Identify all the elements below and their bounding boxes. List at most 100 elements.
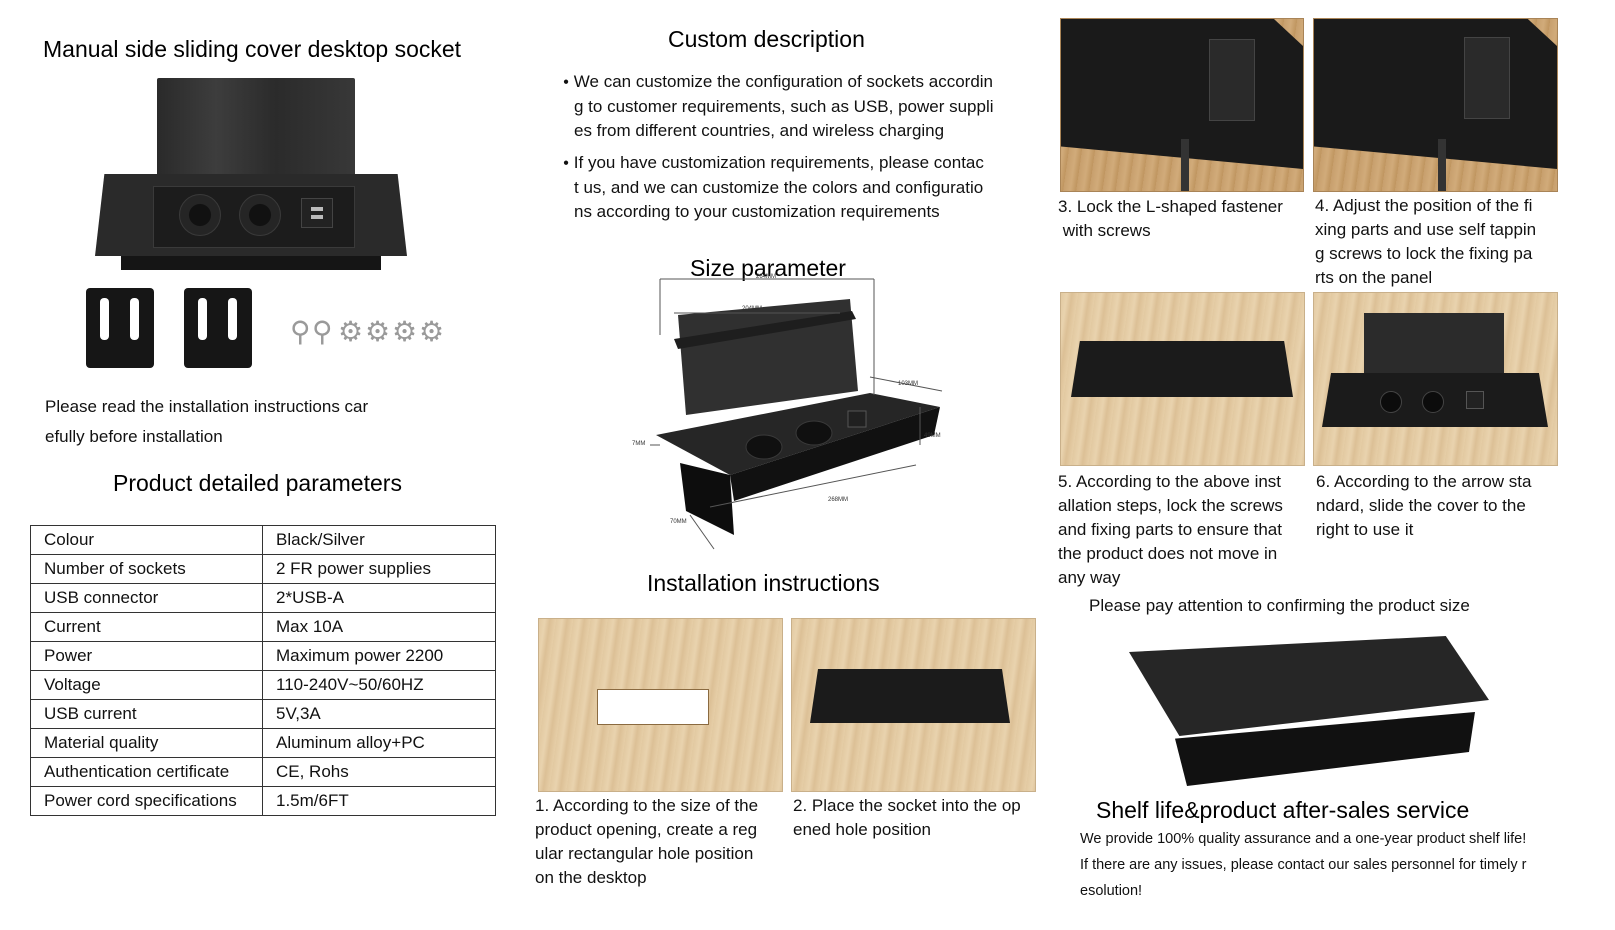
usb-port-icon [301, 198, 333, 228]
note-line: efully before installation [45, 427, 223, 446]
caption-line: on the desktop [535, 868, 647, 887]
socket-base [121, 256, 381, 270]
param-value: Black/Silver [262, 525, 496, 555]
open-cover [1364, 313, 1504, 379]
dim-label: 103MM [898, 381, 919, 387]
param-label: Number of sockets [30, 554, 263, 584]
l-bracket-icon [184, 288, 252, 368]
l-bracket-icon [1209, 39, 1255, 121]
caption-line: 6. According to the arrow sta [1316, 472, 1532, 491]
caption-line: ndard, slide the cover to the [1316, 496, 1526, 515]
screw-icon: ⚲ [290, 316, 311, 347]
param-value: 1.5m/6FT [262, 786, 496, 816]
param-value: Max 10A [262, 612, 496, 642]
custom-bullet-2: ● If you have customization requirements… [563, 151, 1043, 224]
caption-line: and fixing parts to ensure that [1058, 520, 1282, 539]
param-value: CE, Rohs [262, 757, 496, 787]
caption-line: 3. Lock the L-shaped fastener [1058, 197, 1283, 216]
step3-caption: 3. Lock the L-shaped fastener with screw… [1058, 195, 1283, 243]
dim-label: 264MM [756, 274, 777, 280]
usb-port-icon [847, 410, 867, 428]
size-diagram: 264MM 204MM 103MM 49MM 7MM 268MM 70MM [630, 274, 960, 555]
caption-line: the product does not move in [1058, 544, 1278, 563]
step4-caption: 4. Adjust the position of the fi xing pa… [1315, 194, 1536, 290]
dim-label: 70MM [670, 519, 687, 525]
caption-line: allation steps, lock the screws [1058, 496, 1283, 515]
product-closed-image [1125, 622, 1495, 790]
param-label: Material quality [30, 728, 263, 758]
body-front [730, 407, 940, 501]
param-value: 110-240V~50/60HZ [262, 670, 496, 700]
service-text: We provide 100% quality assurance and a … [1080, 826, 1527, 904]
param-value: Maximum power 2200 [262, 641, 496, 671]
power-socket-icon [795, 420, 833, 446]
product-image [95, 74, 415, 274]
step5-photo [1060, 292, 1305, 466]
step6-caption: 6. According to the arrow sta ndard, sli… [1316, 470, 1531, 542]
l-bracket-icon [86, 288, 154, 368]
installation-note: Please read the installation instruction… [45, 392, 368, 452]
param-label: Colour [30, 525, 263, 555]
step1-photo [538, 618, 783, 792]
param-label: USB connector [30, 583, 263, 613]
screw-icon: ⚙ [392, 316, 418, 347]
dim-label: 268MM [828, 497, 849, 503]
installed-socket [1071, 341, 1293, 397]
bullet-line: We can customize the configuration of so… [573, 72, 994, 91]
service-line: We provide 100% quality assurance and a … [1080, 831, 1527, 847]
caption-line: 1. According to the size of the [535, 796, 759, 815]
service-line: esolution! [1080, 883, 1143, 899]
l-bracket-icon [1464, 37, 1510, 119]
param-label: Authentication certificate [30, 757, 263, 787]
bullet-line: t us, and we can customize the colors an… [574, 177, 984, 197]
step4-photo [1313, 18, 1558, 192]
bullet-line: g to customer requirements, such as USB,… [574, 96, 994, 116]
caption-line: 4. Adjust the position of the fi [1315, 196, 1533, 215]
usb-port-icon [1466, 391, 1484, 409]
param-value: 5V,3A [262, 699, 496, 729]
screws-image: ⚲ ⚲ ⚙ ⚙ ⚙ ⚙ [290, 318, 450, 358]
param-value: Aluminum alloy+PC [262, 728, 496, 758]
custom-title: Custom description [668, 26, 865, 52]
sliding-cover [157, 78, 355, 178]
caption-line: 5. According to the above inst [1058, 472, 1282, 491]
param-label: USB current [30, 699, 263, 729]
step1-caption: 1. According to the size of the product … [535, 794, 758, 890]
service-title: Shelf life&product after-sales service [1096, 797, 1470, 823]
install-title: Installation instructions [647, 570, 880, 596]
params-title: Product detailed parameters [113, 470, 402, 496]
screw-icon: ⚲ [312, 316, 333, 347]
socket-in-hole [810, 669, 1010, 723]
caption-line: rts on the panel [1315, 268, 1433, 287]
dim-label: 7MM [632, 441, 646, 447]
step2-photo [791, 618, 1036, 792]
power-socket-icon [1422, 391, 1444, 413]
dim-label: 49MM [924, 433, 941, 439]
bullet-line: If you have customization requirements, … [573, 153, 984, 172]
screw-icon: ⚙ [338, 316, 364, 347]
dim-label: 204MM [742, 306, 763, 312]
param-value: 2*USB-A [262, 583, 496, 613]
screw-icon: ⚙ [419, 316, 445, 347]
power-socket-icon [239, 194, 281, 236]
size-title: Size parameter [690, 255, 846, 281]
desk-hole [597, 689, 709, 725]
param-label: Power [30, 641, 263, 671]
attention-text: Please pay attention to confirming the p… [1089, 596, 1470, 615]
caption-line: product opening, create a reg [535, 820, 758, 839]
size-diagram-svg [650, 278, 943, 550]
bullet-icon: ● [563, 76, 570, 88]
param-label: Voltage [30, 670, 263, 700]
bullet-icon: ● [563, 157, 570, 169]
power-socket-icon [179, 194, 221, 236]
power-socket-icon [1380, 391, 1402, 413]
step5-caption: 5. According to the above inst allation … [1058, 470, 1283, 590]
